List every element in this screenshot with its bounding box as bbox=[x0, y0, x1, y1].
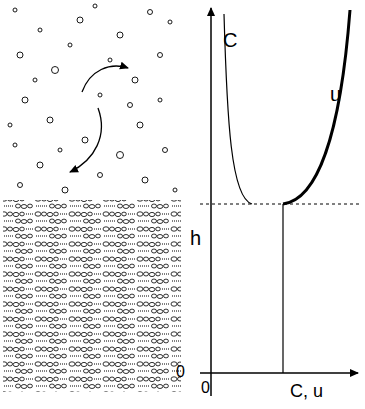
sediment-bed bbox=[3, 200, 181, 392]
eddy-arrow bbox=[70, 108, 101, 172]
u-curve bbox=[283, 10, 350, 204]
cu-axis bbox=[200, 372, 358, 374]
u-zero-line bbox=[282, 204, 283, 373]
bed-level-line bbox=[200, 204, 360, 205]
origin-label: 0 bbox=[176, 364, 185, 380]
curve-label: u bbox=[330, 84, 341, 104]
c-curve bbox=[224, 14, 252, 204]
h-axis bbox=[210, 8, 212, 396]
suspended-particles bbox=[8, 4, 177, 193]
axis-label: C, u bbox=[290, 382, 323, 400]
curve-label: C bbox=[223, 30, 237, 50]
axis-label: h bbox=[190, 228, 201, 248]
origin-label: 0 bbox=[201, 380, 210, 396]
eddy-arrow bbox=[82, 66, 128, 92]
